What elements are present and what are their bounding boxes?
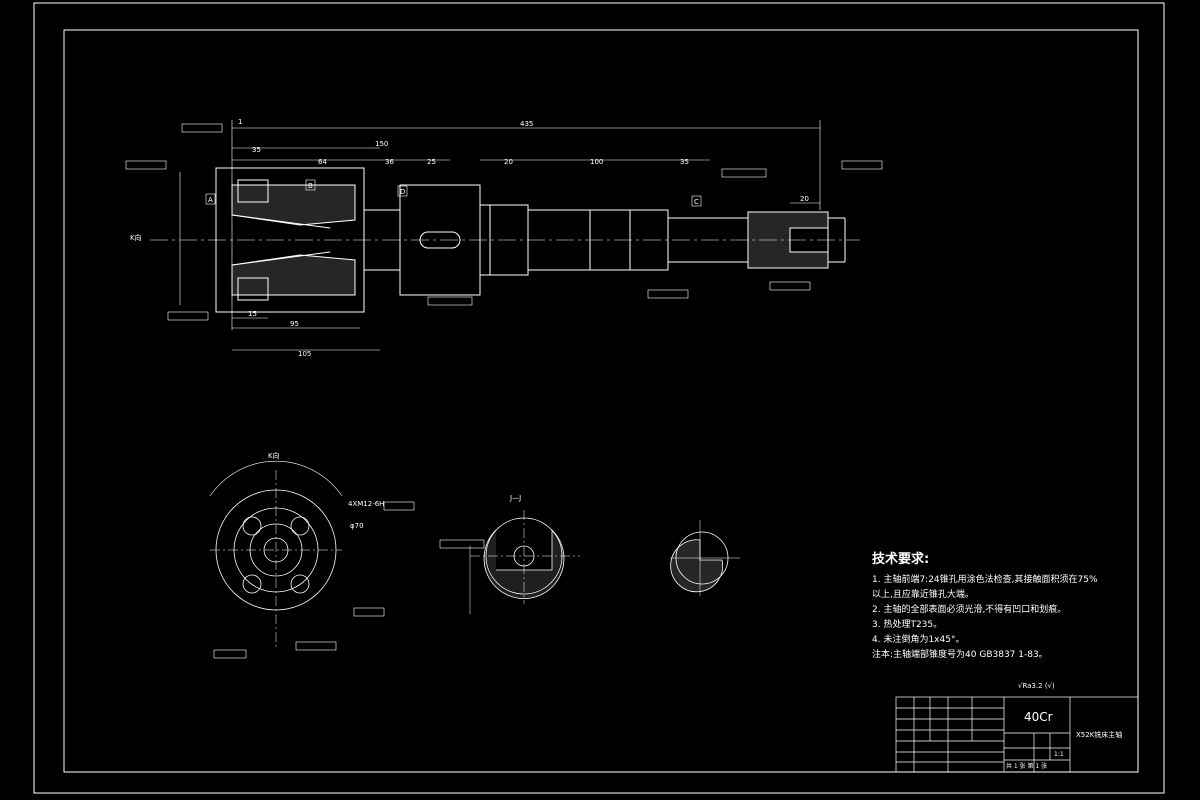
tolerance-frames <box>125 123 883 321</box>
tech-line: 1. 主轴前端7:24锥孔用涂色法检查,其接触面积须在75% <box>872 575 1098 585</box>
datum-c: C <box>694 198 699 206</box>
dim-95: 95 <box>290 320 299 328</box>
roughness-label: √Ra3.2 (√) <box>1018 682 1055 690</box>
tech-line: 2. 主轴的全部表面必须光滑,不得有凹口和划痕。 <box>872 605 1067 615</box>
dim-35a: 35 <box>252 146 261 154</box>
sheet-info-label: 共 1 张 第 1 张 <box>1006 762 1047 770</box>
dimension-texts: 435 150 35 64 36 25 20 100 35 20 95 105 … <box>130 118 809 358</box>
dim-100: 100 <box>590 158 603 166</box>
dim-15: 15 <box>248 310 257 318</box>
tech-line: 3. 热处理T235。 <box>872 620 943 630</box>
datum-labels: A B D C <box>208 182 699 206</box>
detail-view <box>670 520 740 596</box>
dim-20b: 20 <box>800 195 809 203</box>
dim-overall: 435 <box>520 120 533 128</box>
outer-frame <box>33 2 1165 794</box>
dim-35b: 35 <box>680 158 689 166</box>
part-name-label: X52K铣床主轴 <box>1076 730 1122 739</box>
dim-20a: 20 <box>504 158 513 166</box>
dia-callout: φ70 <box>350 522 364 530</box>
k-view <box>209 460 415 659</box>
technical-requirements: 技术要求: 1. 主轴前端7:24锥孔用涂色法检查,其接触面积须在75% 以上,… <box>872 548 1172 663</box>
dimension-lines <box>179 120 821 351</box>
dim-105: 105 <box>298 350 311 358</box>
inner-frame <box>63 29 1139 773</box>
k-view-title: K向 <box>268 451 280 460</box>
thread-callout: 4XM12-6H <box>348 500 384 508</box>
k-view-texts: K向 4XM12-6H φ70 <box>268 451 384 530</box>
dim-1: 1 <box>238 118 242 126</box>
scale-label: 1:1 <box>1054 751 1064 758</box>
title-block <box>895 696 1139 773</box>
dim-150: 150 <box>375 140 388 148</box>
datum-b: B <box>308 182 313 190</box>
tech-line: 以上,且应靠近锥孔大端。 <box>872 590 974 600</box>
material-label: 40Cr <box>1024 710 1053 724</box>
k-arrow-label: K向 <box>130 233 142 242</box>
datum-boxes <box>205 179 702 207</box>
shaft-main-view <box>150 167 860 313</box>
tech-line: 4. 未注倒角为1x45°。 <box>872 635 965 645</box>
dim-64: 64 <box>318 158 327 166</box>
datum-d: D <box>400 188 405 196</box>
dim-36: 36 <box>385 158 394 166</box>
tech-title: 技术要求: <box>872 552 930 567</box>
tech-line: 注本:主轴端部锥度号为40 GB3837 1-83。 <box>872 650 1048 660</box>
datum-a: A <box>208 196 213 204</box>
jj-texts: J—J <box>509 494 521 502</box>
title-block-texts: 40Cr X52K铣床主轴 1:1 共 1 张 第 1 张 √Ra3.2 (√) <box>1006 682 1122 770</box>
dim-25: 25 <box>427 158 436 166</box>
jj-section <box>439 510 580 614</box>
jj-title: J—J <box>509 494 521 502</box>
